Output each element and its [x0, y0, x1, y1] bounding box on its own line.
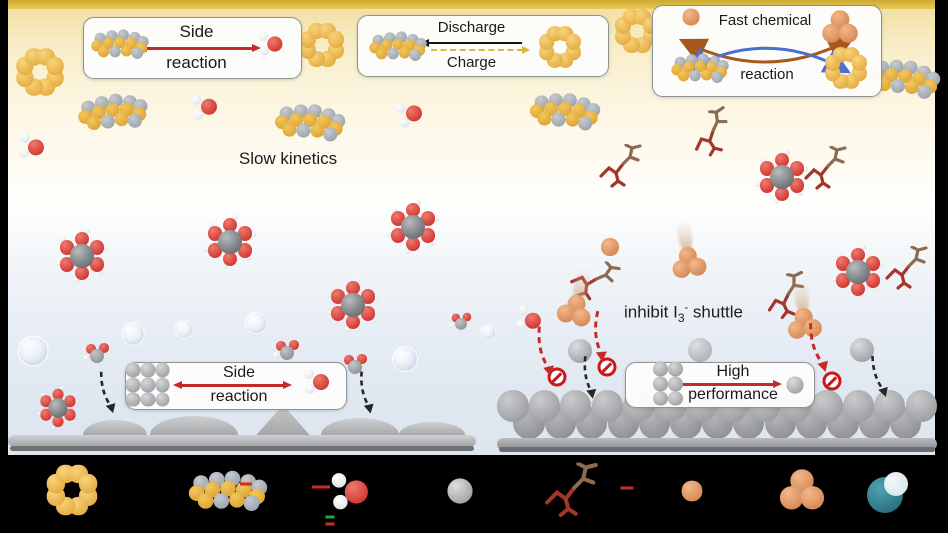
- zinc-ion-icon: [446, 477, 473, 504]
- red-dashed-arrow-icon: [589, 308, 612, 363]
- inhibit-text: inhibit I: [623, 302, 678, 322]
- red-dashed-arrow-icon: [801, 319, 834, 376]
- water-molecule-icon: [258, 31, 287, 58]
- zinc-ion-icon: [567, 338, 593, 364]
- discharge-arrow-icon: [420, 38, 522, 48]
- hydrated-zinc-ion-icon: [324, 276, 382, 334]
- slow-kinetics-label: Slow kinetics: [238, 149, 338, 168]
- gas-bubble-icon: [17, 335, 49, 367]
- iodide-ion-icon: [682, 481, 703, 502]
- gas-bubble-icon: [244, 311, 268, 335]
- gold-top-strip: [8, 0, 935, 9]
- polysulfide-cluster-icon: [670, 53, 730, 86]
- hydrated-zinc-ion-icon: [829, 243, 887, 301]
- polymer-additive-icon: [597, 143, 645, 188]
- zinc-ion-icon: [687, 337, 713, 363]
- legend-dash-icon: [325, 522, 335, 526]
- discharge-label: Discharge: [437, 19, 506, 36]
- byproduct-molecule-icon: [82, 342, 112, 368]
- legend-dash-icon: [312, 485, 330, 489]
- rough-electrode: [8, 398, 476, 454]
- double-arrow-icon: [173, 381, 292, 388]
- prohibition-icon: [597, 357, 617, 377]
- legend-dash-icon: [620, 486, 634, 490]
- charge-label: Charge: [446, 54, 497, 71]
- hydrated-zinc-ion-icon: [384, 198, 442, 256]
- prohibition-icon: [547, 367, 567, 387]
- hydrated-zinc-ion-icon: [201, 213, 259, 271]
- polysulfide-cluster-icon: [529, 90, 602, 135]
- water-molecule-icon: [303, 368, 333, 396]
- polymer-additive-icon: [542, 461, 602, 518]
- polysulfide-cluster-icon: [188, 470, 268, 515]
- s8-molecule-icon: [14, 46, 66, 98]
- callout-line: Side: [222, 364, 256, 381]
- gas-bubble-icon: [121, 322, 145, 346]
- gas-bubble-icon: [392, 346, 418, 372]
- polymer-additive-icon: [682, 104, 742, 162]
- s8-molecule-icon: [298, 21, 346, 69]
- black-dashed-arrow-icon: [93, 368, 121, 417]
- byproduct-molecule-icon: [272, 339, 302, 365]
- polysulfide-cluster-icon: [274, 101, 347, 146]
- byproduct-molecule-icon: [448, 312, 474, 334]
- charge-arrow-icon: [431, 46, 530, 54]
- zinc-grid-icon: [125, 362, 171, 408]
- prohibition-icon: [822, 371, 842, 391]
- callout-line: performance: [688, 386, 778, 403]
- s8-molecule-icon: [44, 462, 99, 517]
- legend-dash-icon: [240, 482, 252, 486]
- polymer-additive-icon: [802, 145, 850, 190]
- s8-molecule-icon: [537, 24, 583, 70]
- hydrated-zinc-ion-icon: [753, 148, 811, 206]
- hydrated-zinc-ion-icon: [53, 227, 111, 285]
- water-molecule-icon: [190, 92, 222, 123]
- inhibit-shuttle-label: inhibit I3- shuttle: [596, 302, 771, 325]
- gas-bubble-icon: [174, 319, 194, 339]
- callout-line: reaction: [210, 388, 268, 405]
- callout-line: Side: [179, 22, 214, 41]
- callout-line: Fast chemical: [718, 12, 812, 29]
- red-dashed-arrow-icon: [530, 323, 560, 380]
- polysulfide-cluster-icon: [90, 29, 150, 62]
- black-dashed-arrow-icon: [577, 353, 601, 401]
- gas-bubble-icon: [480, 324, 496, 340]
- iodide-ion-icon: [601, 238, 619, 256]
- zinc-ion-icon: [786, 376, 805, 395]
- water-molecule-icon: [16, 131, 50, 163]
- s8-molecule-icon: [823, 45, 869, 91]
- triiodide-ion-icon: [822, 10, 858, 44]
- inhibit-sup: -: [684, 302, 689, 314]
- inhibit-text: shuttle: [688, 302, 744, 322]
- zinc-grid-icon: [653, 361, 683, 407]
- callout-line: reaction: [166, 53, 227, 72]
- callout-line: High: [716, 363, 750, 380]
- double-arrow-icon: [138, 44, 261, 51]
- inhibit-sub: 3: [677, 311, 685, 326]
- callout-line: reaction: [740, 66, 794, 83]
- iodide-ion-icon: [682, 8, 700, 26]
- black-dashed-arrow-icon: [353, 368, 378, 416]
- legend-dash-icon: [325, 515, 335, 519]
- bubble-legend-icon: [866, 470, 912, 514]
- polymer-additive-icon: [883, 245, 931, 290]
- polysulfide-cluster-icon: [368, 31, 428, 64]
- black-dashed-arrow-icon: [864, 352, 893, 401]
- zinc-ion-icon: [849, 337, 875, 363]
- triiodide-ion-icon: [779, 469, 825, 511]
- water-molecule-icon: [330, 472, 374, 513]
- hydrated-zinc-ion-icon: [35, 385, 81, 431]
- polysulfide-cluster-icon: [77, 90, 149, 137]
